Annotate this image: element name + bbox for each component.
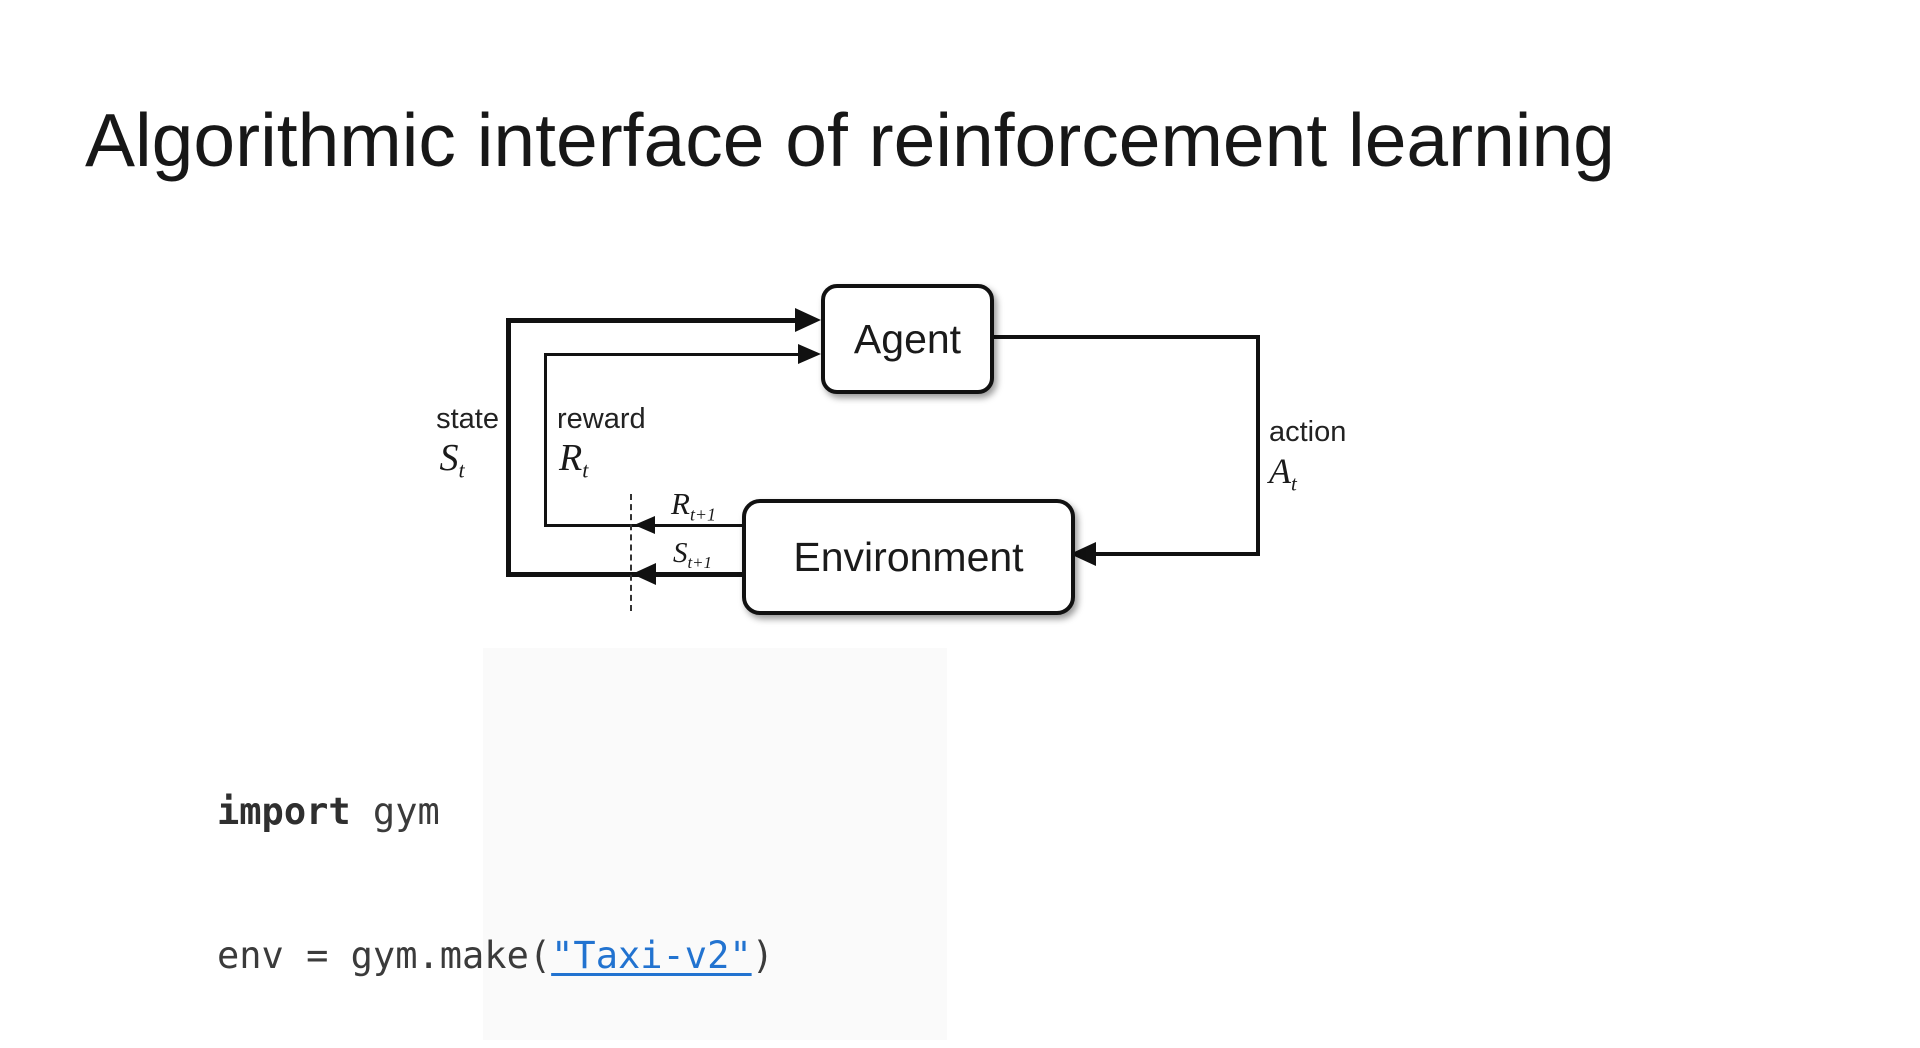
reward-label: reward [557, 403, 646, 435]
code-token: gym [350, 790, 440, 833]
agent-box: Agent [821, 284, 994, 394]
state-label: state [436, 403, 499, 435]
next-state-symbol: St+1 [673, 537, 712, 572]
action-line-vertical [1256, 335, 1260, 556]
state-to-agent-line [506, 318, 796, 323]
time-step-dashed-line [630, 494, 632, 611]
environment-box: Environment [742, 499, 1075, 615]
code-background [483, 648, 947, 1040]
next-state-line [506, 572, 744, 577]
arrowhead-state-into-agent [795, 308, 821, 332]
state-feedback-line [506, 318, 511, 577]
reward-to-agent-line [544, 353, 799, 356]
arrowhead-next-state [632, 563, 656, 585]
keyword-token: import [217, 790, 351, 833]
code-line: import gym [217, 788, 1420, 836]
code-token: ) [751, 934, 774, 977]
agent-box-label: Agent [853, 315, 962, 362]
action-symbol: At [1269, 451, 1297, 496]
taxi-v2-link[interactable]: "Taxi-v2" [551, 934, 752, 977]
code-token: env = gym.make( [217, 934, 552, 977]
state-symbol: St [439, 437, 465, 483]
environment-box-label: Environment [793, 533, 1024, 580]
code-line: env = gym.make("Taxi-v2") [217, 932, 1420, 980]
action-label: action [1269, 416, 1347, 448]
reward-symbol: Rt [559, 437, 589, 483]
arrowhead-reward-into-agent [798, 344, 821, 364]
action-to-env-line [1094, 552, 1260, 556]
reward-feedback-line [544, 353, 547, 527]
agent-output-line [986, 335, 1260, 339]
next-reward-symbol: Rt+1 [671, 486, 717, 525]
arrowhead-next-reward [634, 516, 655, 534]
page-title: Algorithmic interface of reinforcement l… [85, 98, 1615, 183]
code-block: import gym env = gym.make("Taxi-v2") obs… [217, 692, 1420, 1048]
